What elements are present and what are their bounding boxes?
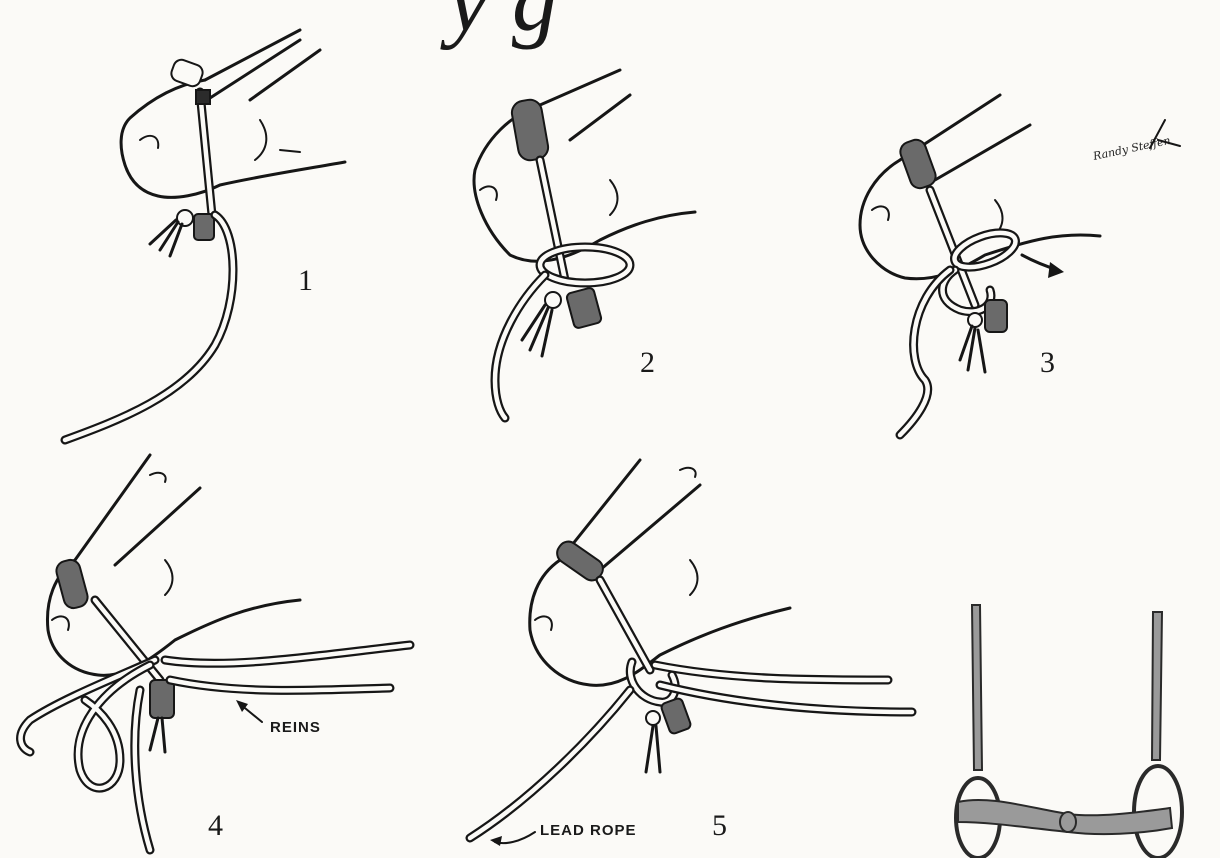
lead-rope-callout-arrow	[490, 832, 535, 846]
reins	[165, 645, 410, 690]
step-4-number: 4	[208, 809, 223, 842]
horse-head-icon	[47, 455, 300, 675]
lead-rope	[65, 215, 233, 440]
lead-rope	[495, 275, 545, 418]
reins-label: REINS	[270, 719, 321, 736]
step-1-illustration	[65, 30, 345, 440]
rope-halter-icon	[553, 538, 692, 772]
lead-rope-label: LEAD ROPE	[540, 822, 637, 839]
step-2-number: 2	[640, 346, 655, 379]
horse-head-icon	[530, 460, 790, 685]
step-3-illustration: Randy Steffen	[860, 95, 1180, 435]
reins	[655, 665, 912, 712]
step-1-number: 1	[298, 264, 313, 297]
arrow-icon	[1022, 255, 1064, 278]
lead-rope	[21, 660, 155, 850]
snaffle-bit-icon	[956, 605, 1182, 858]
page-title-fragment: y g	[440, 0, 558, 50]
reins-callout-arrow	[236, 700, 262, 722]
step-3-number: 3	[1040, 346, 1055, 379]
horse-head-icon	[474, 70, 695, 261]
signature-text: Randy Steffen	[1091, 134, 1172, 163]
rope-halter-icon	[510, 98, 630, 356]
step-5-number: 5	[712, 809, 727, 842]
step-4-illustration	[21, 455, 410, 850]
horse-head-icon	[121, 30, 345, 197]
horse-head-icon	[860, 95, 1100, 279]
step-2-illustration	[474, 70, 695, 418]
step-5-illustration	[470, 460, 912, 846]
artist-signature: Randy Steffen	[1091, 120, 1180, 163]
lead-rope	[470, 690, 630, 838]
